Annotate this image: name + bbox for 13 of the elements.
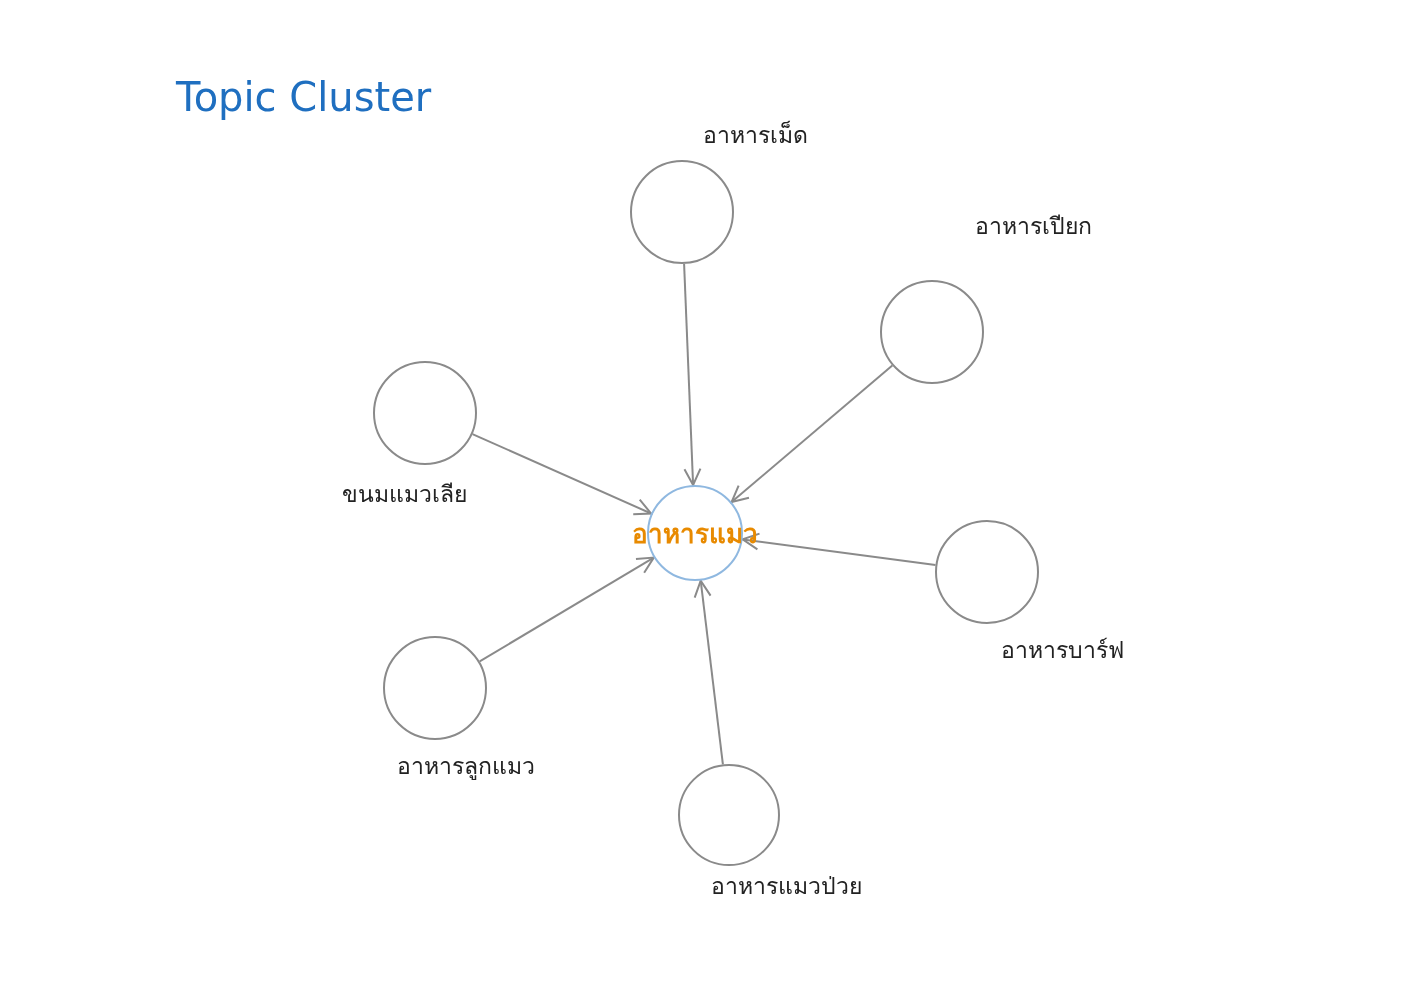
node-label: อาหารบาร์ฟ <box>1000 636 1124 665</box>
arrow <box>730 364 894 503</box>
node-label: อาหารลูกแมว <box>397 752 535 782</box>
node-label: ขนมแมวเลีย <box>341 480 467 509</box>
node-label: อาหารเปียก <box>974 212 1092 241</box>
arrow <box>741 532 937 567</box>
arrow <box>683 263 702 486</box>
node-label: อาหารแมว <box>632 517 758 551</box>
title: Topic Cluster <box>176 74 432 120</box>
node-label: อาหารแมวป่วย <box>710 872 862 901</box>
arrow <box>471 433 653 516</box>
node-label: อาหารเม็ด <box>702 119 808 150</box>
arrow <box>693 579 724 766</box>
